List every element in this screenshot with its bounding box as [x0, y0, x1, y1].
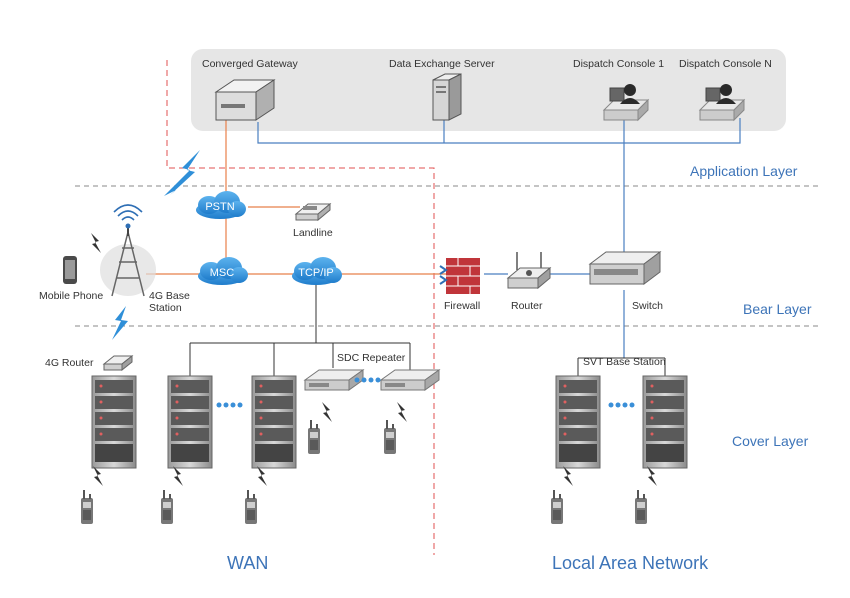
mobile-phone-device: [63, 256, 77, 284]
switch-device: [588, 251, 662, 285]
lan-ellipsis-dots: [608, 402, 635, 408]
switch-label: Switch: [632, 300, 663, 312]
firewall-device: [439, 258, 480, 294]
4g-base-station-tower: [100, 204, 156, 297]
repeater-1-wireless-icon: [322, 402, 332, 422]
wan-rack-2-wireless-icon: [173, 466, 183, 486]
sdc-repeater-2: [380, 369, 440, 391]
dispatch-console-1-label: Dispatch Console 1: [573, 58, 665, 70]
landline-label: Landline: [293, 227, 333, 239]
satellite-wireless-icon: [164, 150, 200, 196]
lan-rack-1-wireless-icon: [563, 466, 573, 486]
wan-region-label: WAN: [227, 553, 269, 573]
4g-base-station-label-line2: Station: [149, 302, 182, 314]
tower-router-wireless-icon: [112, 306, 128, 340]
wan-rack-1-wireless-icon: [93, 466, 103, 486]
converged-gateway-label: Converged Gateway: [202, 58, 298, 70]
firewall-label: Firewall: [444, 300, 481, 312]
sdc-repeater-label: SDC Repeater: [337, 352, 406, 364]
lan-radio-2-icon: [635, 490, 647, 524]
bear-layer-label: Bear Layer: [743, 301, 812, 317]
lan-rack-2-wireless-icon: [647, 466, 657, 486]
wan-radio-1-icon: [81, 490, 93, 524]
mobile-phone-label: Mobile Phone: [39, 290, 104, 302]
router-device: [506, 252, 552, 290]
wan-rack-2: [167, 375, 213, 469]
dispatch-console-n-label: Dispatch Console N: [679, 58, 772, 70]
wan-rack-3-wireless-icon: [257, 466, 267, 486]
repeater-2-wireless-icon: [397, 402, 407, 422]
wan-ellipsis-dots: [216, 402, 243, 408]
svt-base-station-label: SVT Base Station: [583, 356, 666, 368]
wan-rack-1: [91, 375, 137, 469]
wan-boundary: [166, 60, 435, 555]
wan-radio-2-icon: [161, 490, 173, 524]
4g-base-station-label-line1: 4G Base: [149, 290, 190, 302]
tcpip-label: TCP/IP: [298, 267, 334, 279]
msc-label: MSC: [209, 267, 235, 279]
repeater-ellipsis-dots: [354, 377, 381, 383]
converged-gateway-device: [214, 79, 276, 121]
4g-router-device: [102, 354, 134, 372]
repeater-radio-2-icon: [384, 420, 396, 454]
cover-layer-label: Cover Layer: [732, 433, 809, 449]
wan-radio-3-icon: [245, 490, 257, 524]
application-layer-label: Application Layer: [690, 163, 798, 179]
repeater-radio-1-icon: [308, 420, 320, 454]
lan-rack-2: [642, 375, 688, 469]
router-label: Router: [511, 300, 543, 312]
wan-rack-3: [251, 375, 297, 469]
lan-region-label: Local Area Network: [552, 553, 709, 573]
phone-wireless-icon: [91, 233, 101, 253]
sdc-repeater-1: [304, 369, 364, 391]
data-exchange-server-label: Data Exchange Server: [389, 58, 495, 70]
pstn-label: PSTN: [205, 201, 235, 213]
lan-rack-1: [555, 375, 601, 469]
lan-radio-1-icon: [551, 490, 563, 524]
4g-router-label: 4G Router: [45, 357, 94, 369]
data-exchange-server-device: [432, 73, 462, 121]
landline-device: [294, 202, 332, 222]
gateway-console-link: [257, 118, 741, 144]
